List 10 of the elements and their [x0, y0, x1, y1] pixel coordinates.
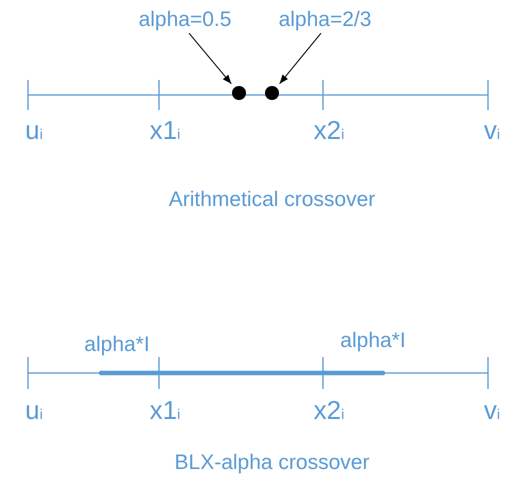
leader-arrow [279, 32, 322, 84]
point-dot [265, 86, 279, 100]
value-label: alpha=0.5 [138, 8, 232, 32]
interval-label: alpha*I [84, 333, 150, 358]
caption: BLX-alpha crossover [174, 451, 370, 476]
leader-arrow [188, 32, 232, 84]
point-dot [232, 86, 246, 100]
caption: Arithmetical crossover [168, 188, 376, 212]
value-label: alpha=2/3 [278, 8, 372, 32]
interval-label: alpha*I [340, 329, 406, 354]
